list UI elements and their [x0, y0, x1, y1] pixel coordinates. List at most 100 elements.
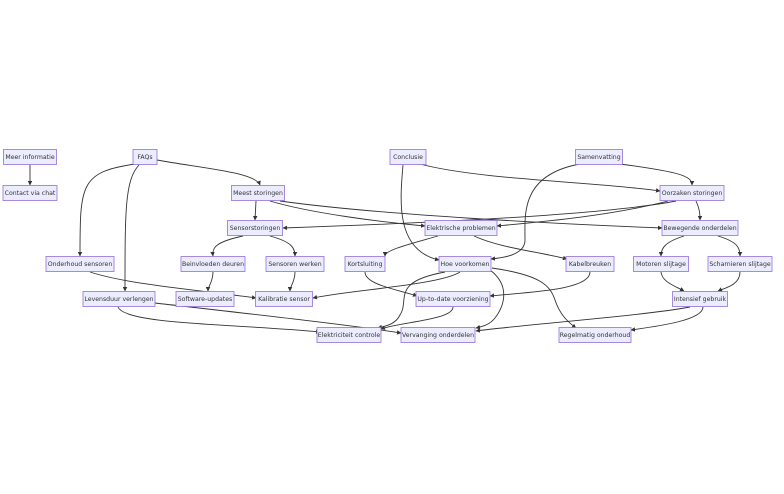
node-hoe-voorkomen: Hoe voorkomen [438, 256, 492, 272]
edge-beinvloeden-deuren-to-software-updates [205, 271, 214, 292]
node-label: Oorzaken storingen [662, 190, 723, 197]
node-meest-storingen: Meest storingen [231, 185, 285, 201]
edge-meest-storingen-to-bewegende-onderdelen [279, 200, 663, 231]
edge-elektrische-problemen-to-kabelbreuken [473, 235, 568, 261]
node-label: Meest storingen [233, 190, 283, 197]
node-box [672, 291, 728, 307]
node-kalibratie-sensor: Kalibratie sensor [255, 291, 313, 307]
edge-elektrische-problemen-to-kortsluiting [382, 235, 439, 257]
node-box [575, 149, 623, 165]
node-label: Kabelbreuken [569, 261, 611, 268]
edge-intensief-gebruik-to-vervanging-onderdelen [475, 306, 691, 333]
node-box [424, 220, 498, 236]
edge-conclusie-to-oorzaken-storingen [419, 163, 661, 193]
node-label: Bewegende onderdelen [663, 225, 736, 232]
node-elektriciteit-controle: Elektriciteit controle [316, 327, 382, 343]
node-box [316, 327, 382, 343]
node-label: Vervanging onderdelen [402, 332, 474, 339]
node-box [400, 327, 476, 343]
node-label: Beinvloeden deuren [182, 261, 244, 268]
edge-oorzaken-storingen-to-elektrische-problemen [496, 200, 669, 228]
node-label: Kortsluiting [347, 261, 382, 268]
node-label: Contact via chat [5, 190, 56, 197]
node-oorzaken-storingen: Oorzaken storingen [659, 185, 725, 201]
node-conclusie: Conclusie [389, 149, 427, 165]
node-box [231, 185, 285, 201]
node-box [344, 256, 386, 272]
node-label: Sensoren werken [268, 261, 321, 268]
node-vervanging-onderdelen: Vervanging onderdelen [400, 327, 476, 343]
node-box [82, 291, 156, 307]
node-regelmatig-onderhoud: Regelmatig onderhoud [558, 327, 632, 343]
edge-kabelbreuken-to-up-to-date [489, 271, 591, 298]
node-label: Conclusie [393, 154, 423, 161]
node-label: Samenvatting [577, 154, 620, 161]
node-box [2, 185, 58, 201]
edge-scharnieren-slijtage-to-intensief-gebruik [717, 271, 741, 292]
node-box [255, 291, 313, 307]
node-label: Elektriciteit controle [318, 332, 381, 339]
edge-faqs-to-onderhoud-sensoren [77, 163, 136, 257]
node-box [175, 291, 235, 307]
node-up-to-date: Up-to-date voorziening [415, 291, 491, 307]
edge-kortsluiting-to-up-to-date [364, 271, 418, 297]
edge-hoe-voorkomen-to-regelmatig-onderhoud [491, 267, 577, 329]
edge-intensief-gebruik-to-regelmatig-onderhoud [630, 306, 704, 332]
node-label: Up-to-date voorziening [417, 296, 488, 303]
edges-layer [27, 159, 743, 335]
node-box [565, 256, 615, 272]
node-box [45, 256, 115, 272]
node-box [661, 220, 739, 236]
edge-sensoren-werken-to-kalibratie-sensor [287, 271, 296, 292]
node-bewegende-onderdelen: Bewegende onderdelen [661, 220, 739, 236]
node-software-updates: Software-updates [175, 291, 235, 307]
node-label: Sensorstoringen [230, 225, 281, 232]
edge-oorzaken-storingen-to-sensorstoringen [282, 200, 677, 231]
node-onderhoud-sensoren: Onderhoud sensoren [45, 256, 115, 272]
edge-hoe-voorkomen-to-elektriciteit-controle [377, 271, 446, 330]
edge-motoren-slijtage-to-intensief-gebruik [660, 271, 685, 292]
edge-sensorstoringen-to-beinvloeden-deuren [210, 235, 244, 257]
edge-up-to-date-to-elektriciteit-controle [380, 306, 454, 330]
node-samenvatting: Samenvatting [575, 149, 623, 165]
edge-conclusie-to-hoe-voorkomen [400, 164, 440, 262]
node-label: Meer informatie [5, 154, 54, 161]
node-label: Elektrische problemen [426, 225, 495, 232]
edge-hoe-voorkomen-to-vervanging-onderdelen [475, 269, 505, 330]
node-contact-chat: Contact via chat [2, 185, 58, 201]
edge-levensduur-verlengen-to-elektriciteit-controle [117, 306, 321, 334]
node-box [659, 185, 725, 201]
edge-meest-storingen-to-sensorstoringen [252, 200, 258, 221]
node-label: Motoren slijtage [636, 261, 686, 268]
node-motoren-slijtage: Motoren slijtage [633, 256, 689, 272]
node-sensorstoringen: Sensorstoringen [227, 220, 283, 236]
node-label: Hoe voorkomen [441, 261, 490, 268]
node-faqs: FAQs [132, 149, 158, 165]
edge-bewegende-onderdelen-to-scharnieren-slijtage [717, 235, 743, 257]
node-label: Kalibratie sensor [258, 296, 310, 303]
node-beinvloeden-deuren: Beinvloeden deuren [180, 256, 246, 272]
node-label: Software-updates [178, 296, 233, 303]
edge-hoe-voorkomen-to-kalibratie-sensor [312, 271, 461, 300]
node-scharnieren-slijtage: Scharnieren slijtage [707, 256, 773, 272]
node-box [633, 256, 689, 272]
node-kortsluiting: Kortsluiting [344, 256, 386, 272]
node-label: Levensduur verlengen [84, 296, 153, 303]
edge-samenvatting-to-oorzaken-storingen [619, 163, 695, 186]
node-meer-info: Meer informatie [3, 149, 57, 165]
node-intensief-gebruik: Intensief gebruik [672, 291, 728, 307]
edge-onderhoud-sensoren-to-kalibratie-sensor [89, 271, 257, 300]
node-label: Intensief gebruik [674, 296, 727, 303]
node-box [707, 256, 773, 272]
node-levensduur-verlengen: Levensduur verlengen [82, 291, 156, 307]
node-kabelbreuken: Kabelbreuken [565, 256, 615, 272]
edge-bewegende-onderdelen-to-motoren-slijtage [658, 235, 685, 257]
node-label: Regelmatig onderhoud [560, 332, 631, 339]
edge-faqs-to-meest-storingen [156, 159, 261, 186]
edge-sensorstoringen-to-sensoren-werken [269, 235, 298, 257]
node-box [3, 149, 57, 165]
node-sensoren-werken: Sensoren werken [265, 256, 325, 272]
node-box [415, 291, 491, 307]
